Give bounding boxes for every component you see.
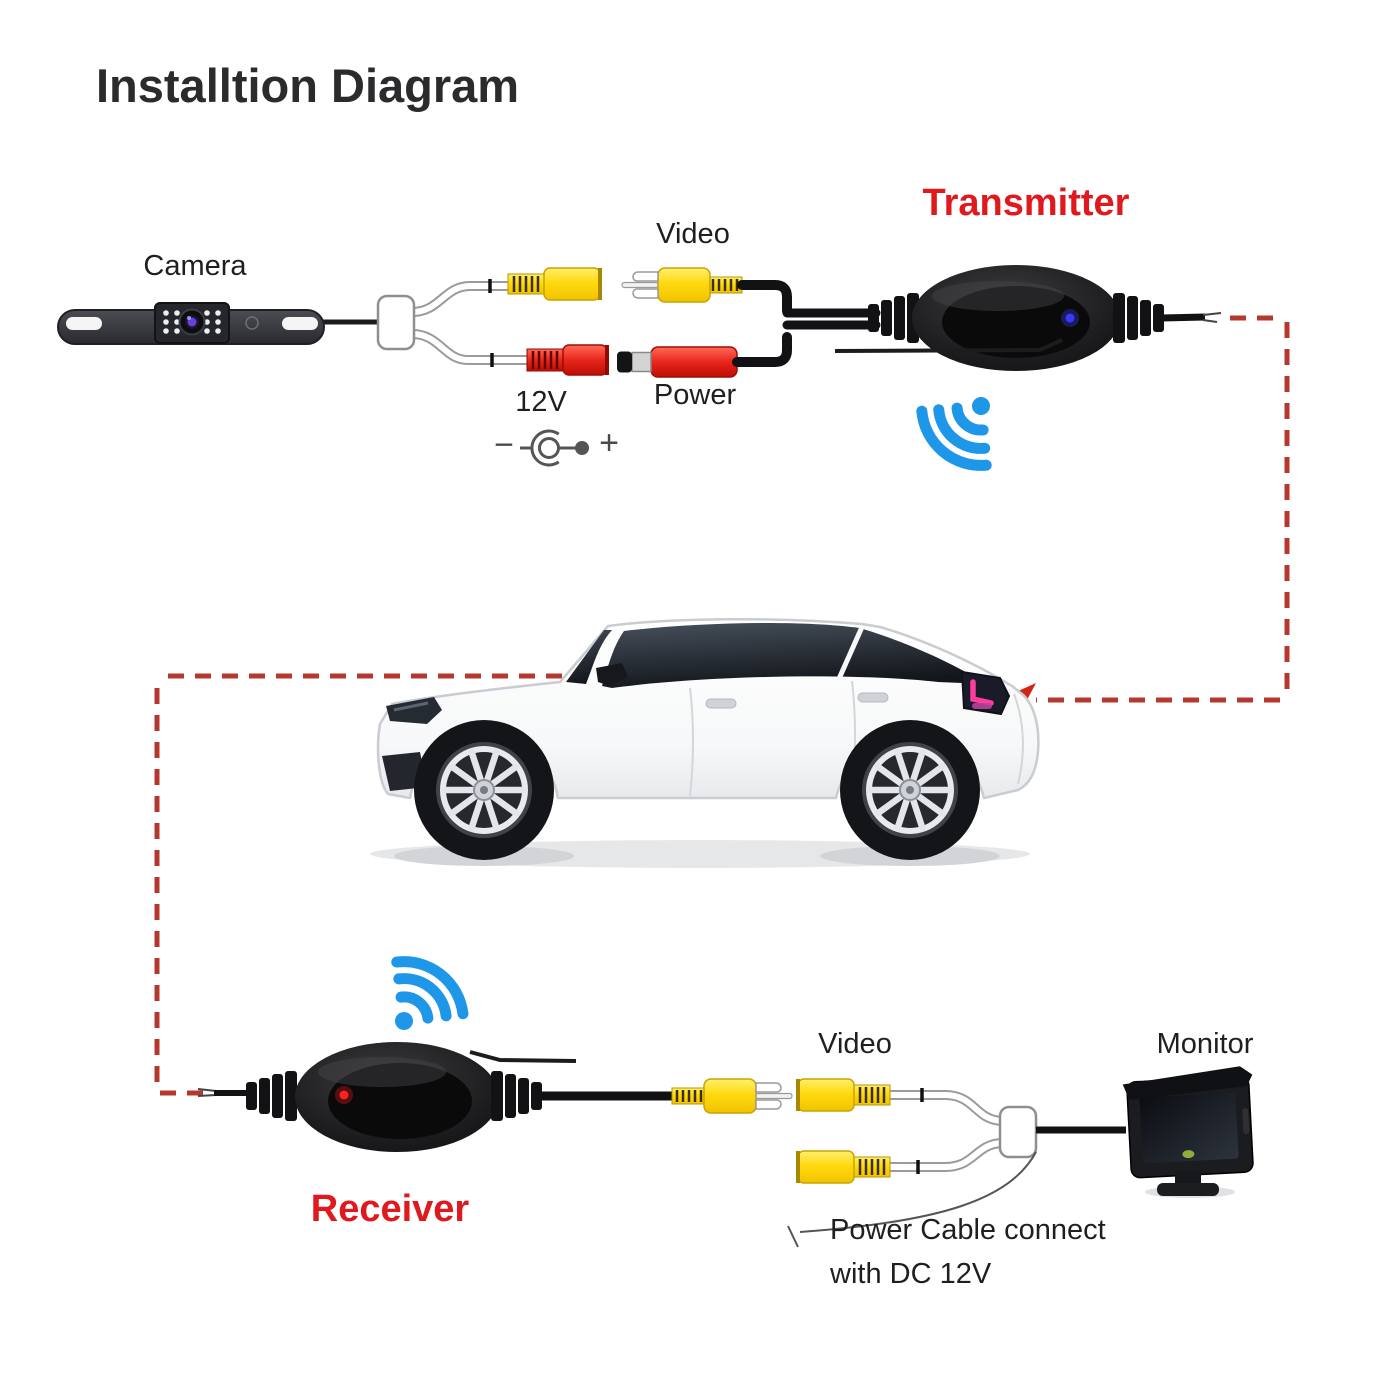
power-label-top: Power — [653, 379, 737, 411]
transmitter-label: Transmitter — [922, 182, 1130, 224]
receiver-label: Receiver — [310, 1188, 470, 1230]
receiver-wifi-icon — [365, 948, 473, 1054]
transmitter-cables — [732, 280, 881, 367]
transmitter-led — [1061, 309, 1079, 327]
monitor-label: Monitor — [1156, 1028, 1254, 1060]
video-rca-female-yellow-top — [506, 266, 602, 302]
monitor-cable-splitter — [885, 1088, 1038, 1174]
polarity-minus-sign: − — [494, 426, 514, 464]
video-rca-female-yellow-bottom — [796, 1077, 892, 1113]
car-side-mirror — [596, 663, 628, 686]
video-label-bottom: Video — [818, 1028, 892, 1060]
power-cable-leader-line — [787, 1151, 1037, 1248]
camera-illustration — [57, 302, 380, 345]
power-cable-note-line2: with DC 12V — [830, 1258, 992, 1290]
power-cable-note-line1: Power Cable connect — [830, 1214, 1106, 1246]
voltage-12v-label: 12V — [515, 386, 567, 418]
receiver-led — [335, 1086, 353, 1104]
car-illustration — [370, 617, 1040, 868]
monitor-illustration — [1122, 1066, 1254, 1198]
power-male-plug — [616, 346, 738, 378]
receiver-device — [197, 1042, 674, 1152]
video-label-top: Video — [656, 218, 730, 250]
transmitter-device — [834, 265, 1222, 371]
polarity-plus-sign: + — [599, 424, 619, 462]
car-front-wheel — [414, 720, 554, 860]
camera-cable-splitter — [376, 279, 532, 367]
car-rear-wheel — [840, 720, 980, 860]
video-rca-male-yellow-top — [620, 266, 744, 304]
camera-led-array — [163, 310, 221, 334]
camera-label: Camera — [143, 250, 247, 282]
signal-path-right — [998, 315, 1290, 717]
dc-12v-polarity-symbol — [520, 429, 589, 467]
camera-lens — [178, 308, 206, 336]
page-title: Installtion Diagram — [96, 59, 520, 112]
car-headlight — [386, 697, 442, 724]
power-rca-female-yellow-bottom — [796, 1149, 892, 1185]
power-female-red — [525, 343, 609, 377]
transmitter-wifi-icon — [911, 372, 1019, 478]
video-rca-male-yellow-bottom — [670, 1077, 794, 1115]
car-taillight — [960, 670, 1011, 716]
